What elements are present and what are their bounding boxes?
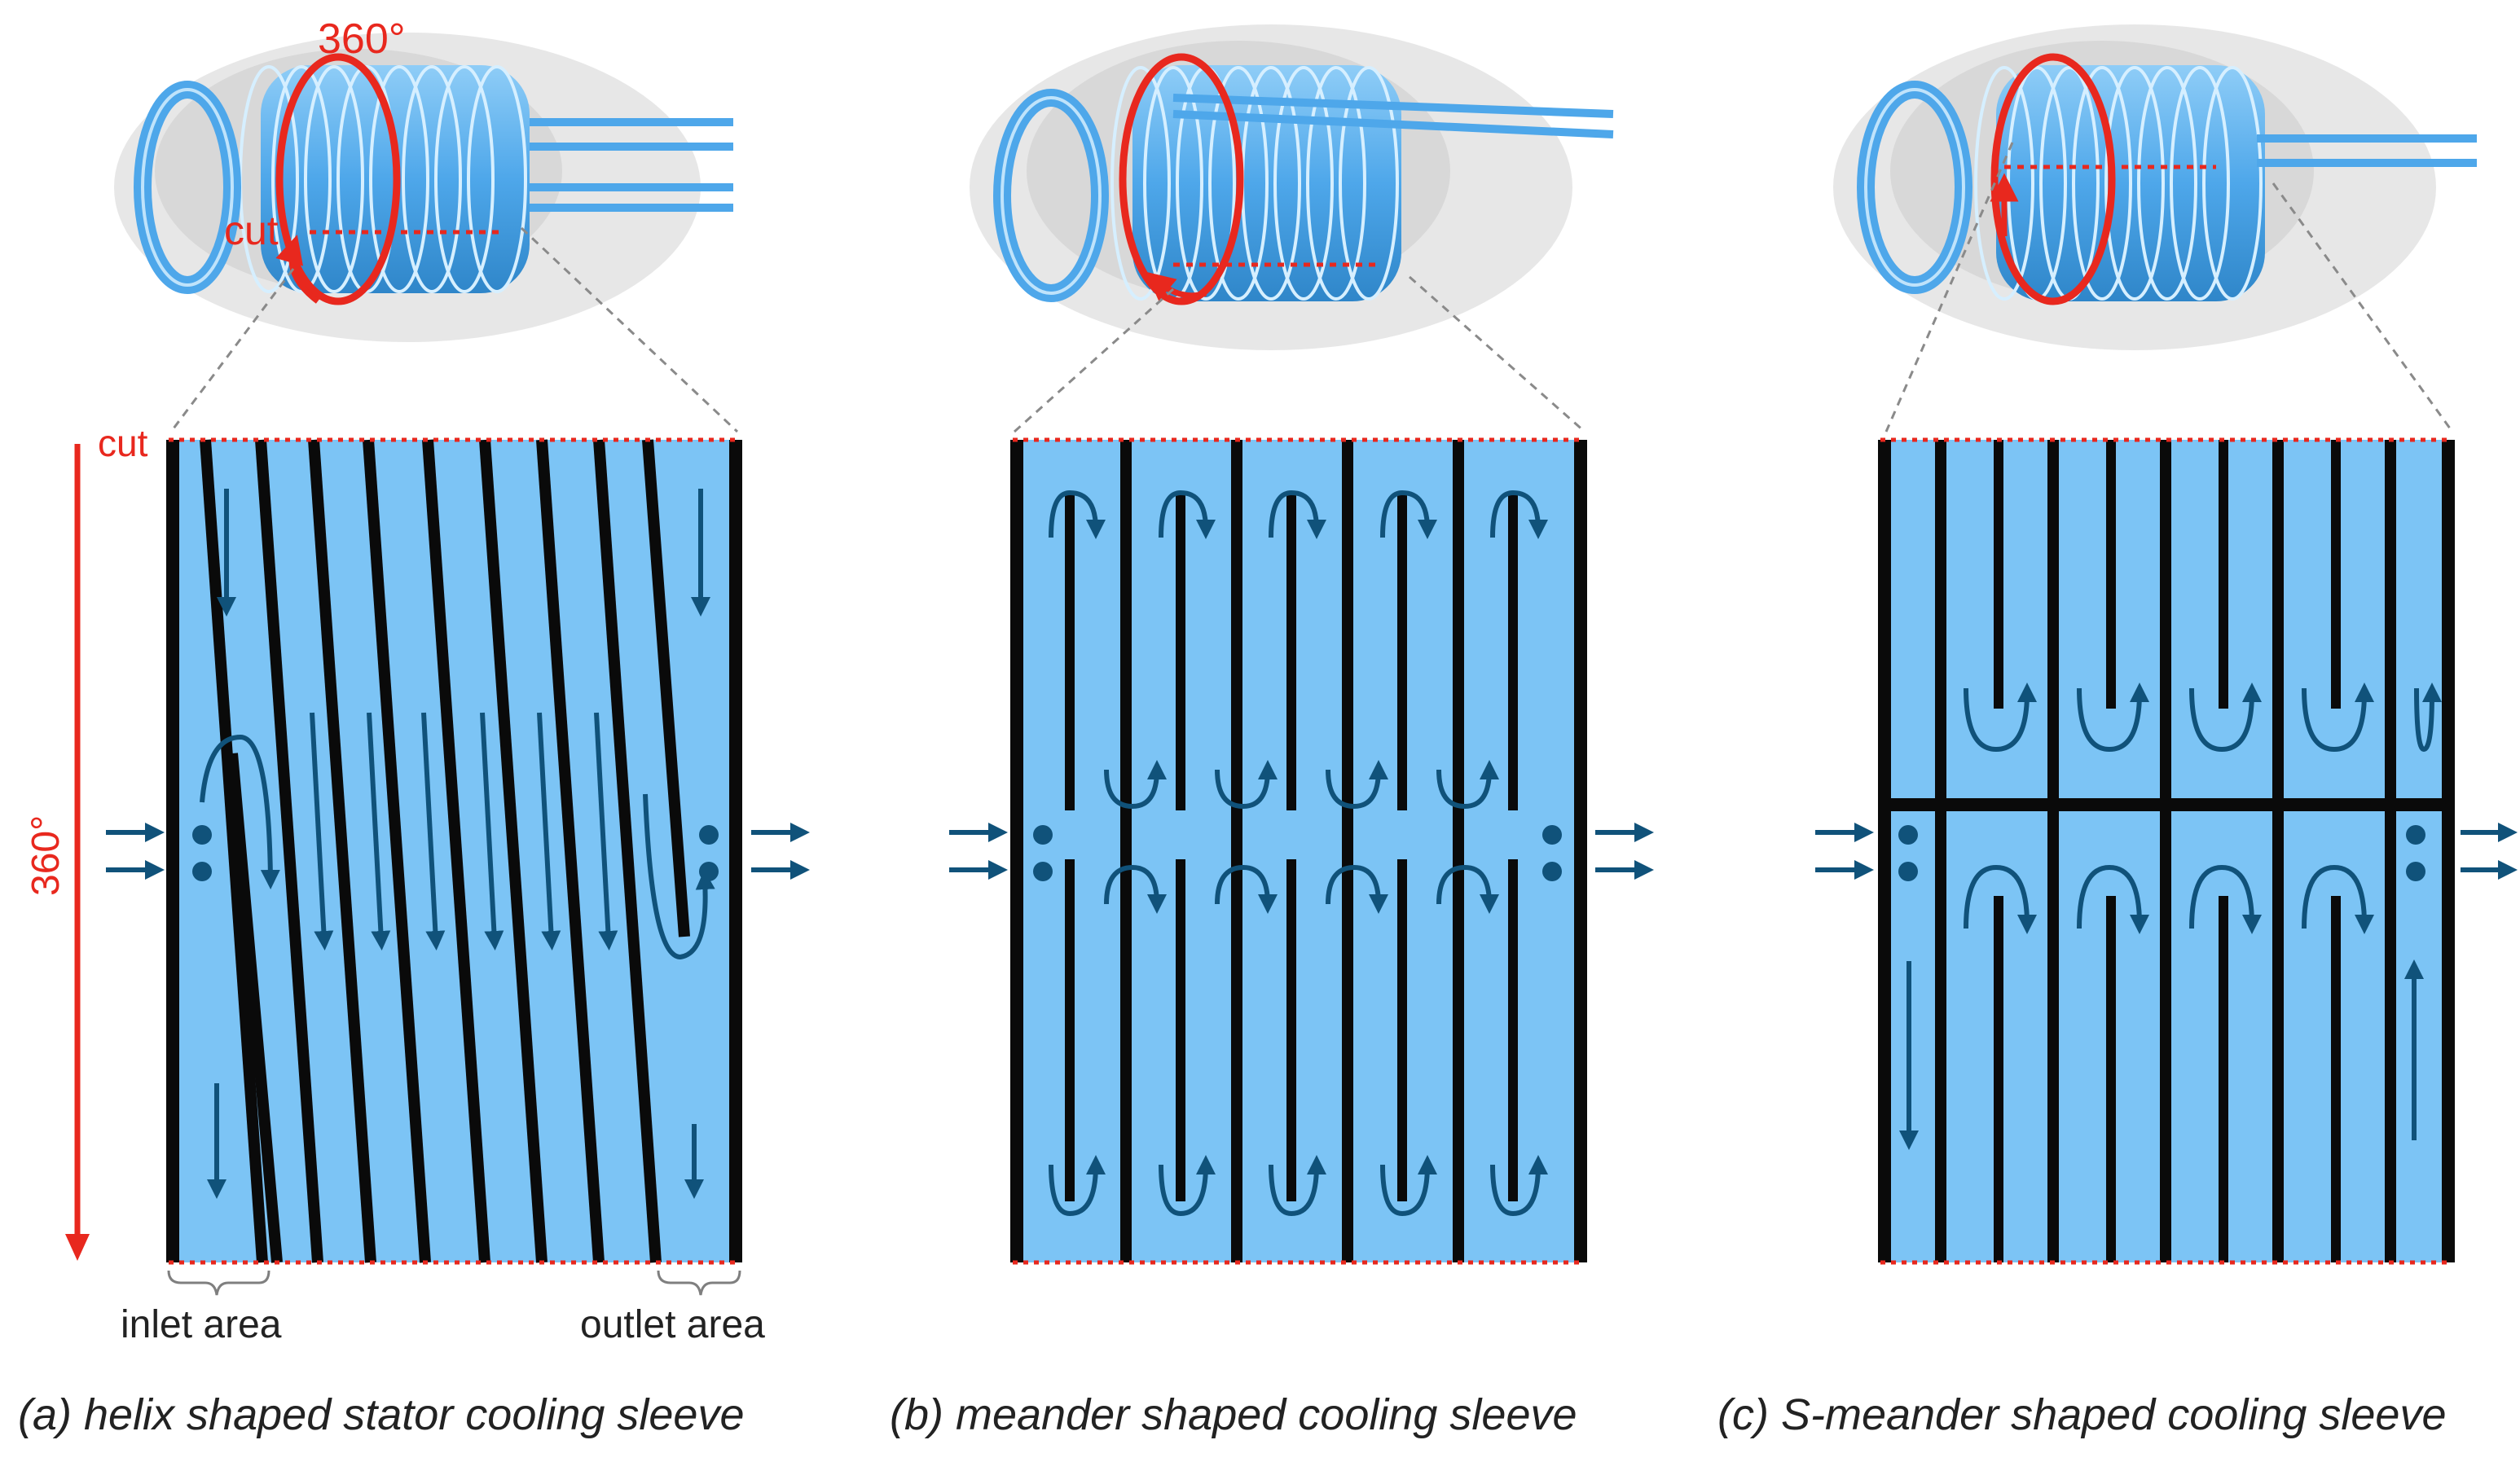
flow-arrows [1899,683,2442,1150]
port-dot-icon [2406,825,2425,845]
double-arrow-out-icon [751,823,810,880]
end-ring [1001,96,1102,295]
panel-caption: (b) meander shaped cooling sleeve [890,1390,1577,1439]
upper-walls [1935,440,2396,798]
sleeve-3d-view-a: 360° cut [114,15,733,342]
end-ring [141,88,234,287]
helix-sleeve-unrolled: cut 360° inlet area outlet area (a) heli… [18,422,810,1439]
double-arrow-in-icon [106,823,165,880]
panel-caption: (c) S-meander shaped cooling sleeve [1717,1390,2446,1439]
pipe-stubs [2257,134,2477,167]
outer-wall-right [2442,440,2455,1262]
port-dot-icon [2406,862,2425,881]
flow-arrows [200,489,715,1199]
flow-arrows [1049,490,1548,1217]
port-dot-icon [1542,862,1562,881]
sleeve-rings [1110,66,1399,301]
port-dot-icon [699,825,719,845]
meander-sleeve-unrolled: (b) meander shaped cooling sleeve [890,437,1654,1439]
double-arrow-in-icon [949,823,1008,880]
angle-axis-arrow [65,444,90,1261]
s-meander-sleeve-unrolled: (c) S-meander shaped cooling sleeve [1717,437,2518,1439]
cut-label: cut [224,208,279,253]
port-dot-icon [1542,825,1562,845]
port-dot-icon [192,862,212,881]
meander-fins-gaps [1063,810,1519,859]
sleeve-3d-view-b [970,24,1614,350]
port-dot-icon [1033,825,1053,845]
outlet-area-label: outlet area [580,1303,765,1346]
double-arrow-out-icon [2461,823,2518,880]
pipe-stubs [1172,94,1614,138]
helix-walls [200,439,690,1263]
angle-axis-label: 360° [24,815,68,896]
outer-wall-left [166,440,179,1262]
port-dot-icon [1898,825,1918,845]
port-dot-icon [192,825,212,845]
meander-walls-top [1120,440,1464,1262]
angle-label: 360° [318,15,406,63]
panel-caption: (a) helix shaped stator cooling sleeve [18,1390,745,1439]
zoom-guides [169,142,2454,433]
port-dot-icon [1898,862,1918,881]
cut-circle [1119,53,1244,305]
pipe-stubs [530,118,733,212]
cut-circle [275,53,401,305]
rotation-arrow [1146,271,1207,301]
double-arrow-out-icon [1595,823,1654,880]
outer-wall-left [1010,440,1023,1262]
end-ring [1864,88,1965,287]
inlet-brace [167,1270,270,1296]
outlet-brace [657,1270,741,1296]
lower-walls [1935,811,2396,1262]
outer-wall-left [1878,440,1891,1262]
rotation-arrow [275,235,320,304]
middle-divider [1878,798,2455,811]
cut-label: cut [98,422,148,464]
double-arrow-in-icon [1815,823,1874,880]
outer-wall-right [729,440,742,1262]
outer-wall-right [1574,440,1587,1262]
sleeve-3d-view-c [1833,24,2477,350]
port-dot-icon [699,862,719,881]
port-dot-icon [1033,862,1053,881]
inlet-area-label: inlet area [121,1303,282,1346]
